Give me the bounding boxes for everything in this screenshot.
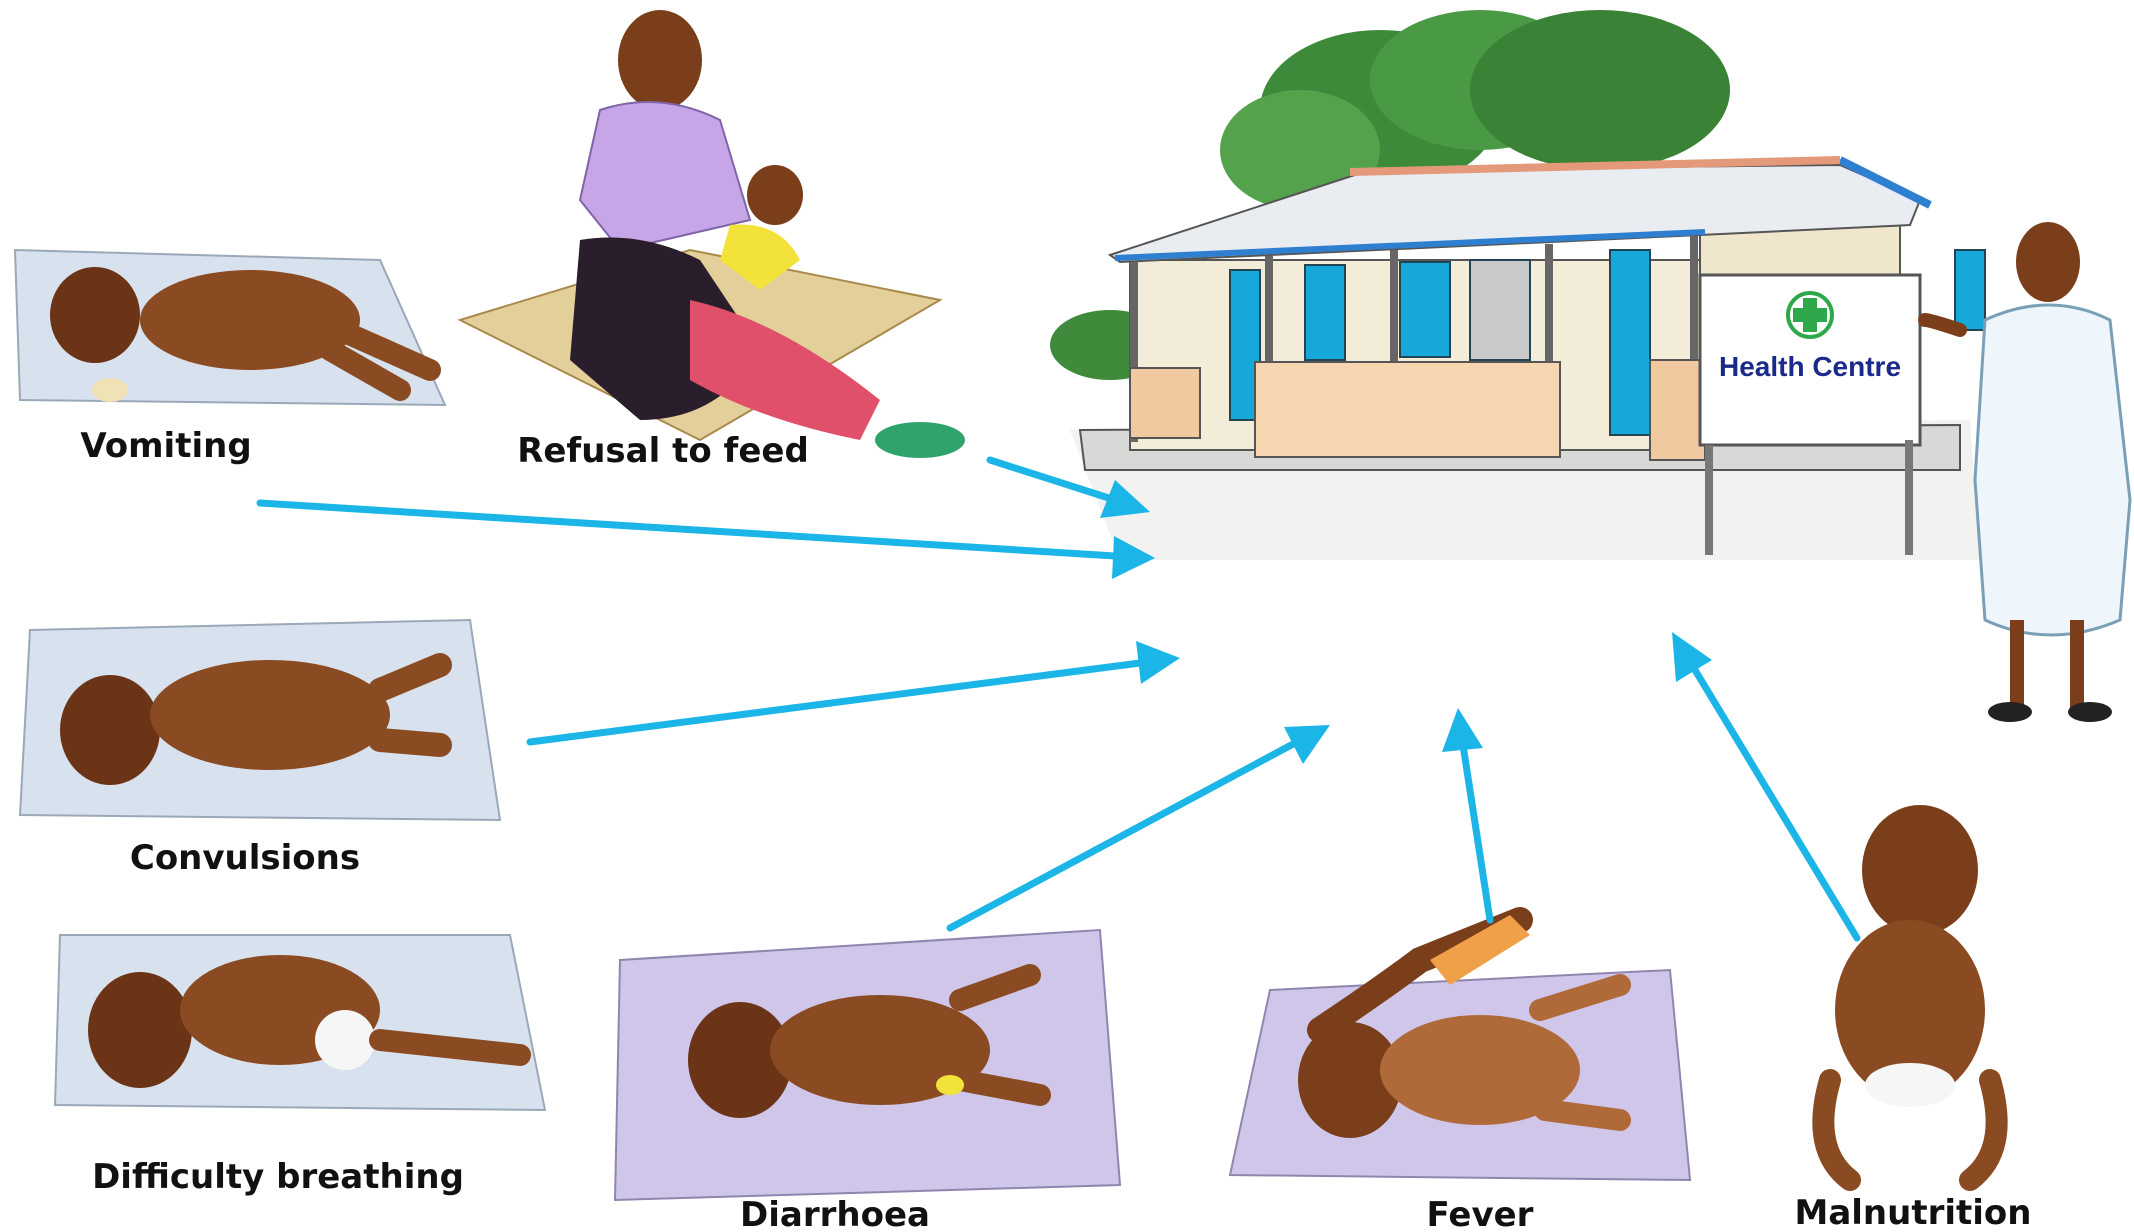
label-difficulty-breathing: Difficulty breathing [92, 1157, 464, 1197]
vomiting-baby-illustration [15, 250, 445, 405]
fever-baby-illustration [1230, 915, 1690, 1180]
malnutrition-child-illustration [1823, 805, 1996, 1180]
label-convulsions: Convulsions [130, 838, 360, 878]
convulsions-baby-illustration [20, 620, 500, 820]
arrow-convulsions-head [1136, 641, 1180, 684]
mother-breastfeeding-illustration [460, 10, 965, 458]
arrow-vomiting [260, 503, 1115, 556]
arrow-convulsions [530, 663, 1140, 742]
label-vomiting: Vomiting [80, 426, 251, 466]
health-centre-illustration: Health Centre [1050, 10, 2130, 722]
label-refusal-to-feed: Refusal to feed [517, 431, 809, 471]
arrow-fever [1463, 745, 1490, 920]
arrow-fever-head [1442, 708, 1483, 752]
label-diarrhoea: Diarrhoea [740, 1195, 930, 1232]
arrow-malnutrition-head [1672, 632, 1712, 682]
arrow-diarrhoea [950, 743, 1295, 928]
difficulty-breathing-baby-illustration [55, 935, 545, 1110]
label-fever: Fever [1427, 1195, 1534, 1232]
arrow-malnutrition [1695, 670, 1857, 938]
sign-text: Health Centre [1719, 351, 1901, 382]
diarrhoea-baby-illustration [615, 930, 1120, 1200]
label-malnutrition: Malnutrition [1795, 1193, 2032, 1232]
